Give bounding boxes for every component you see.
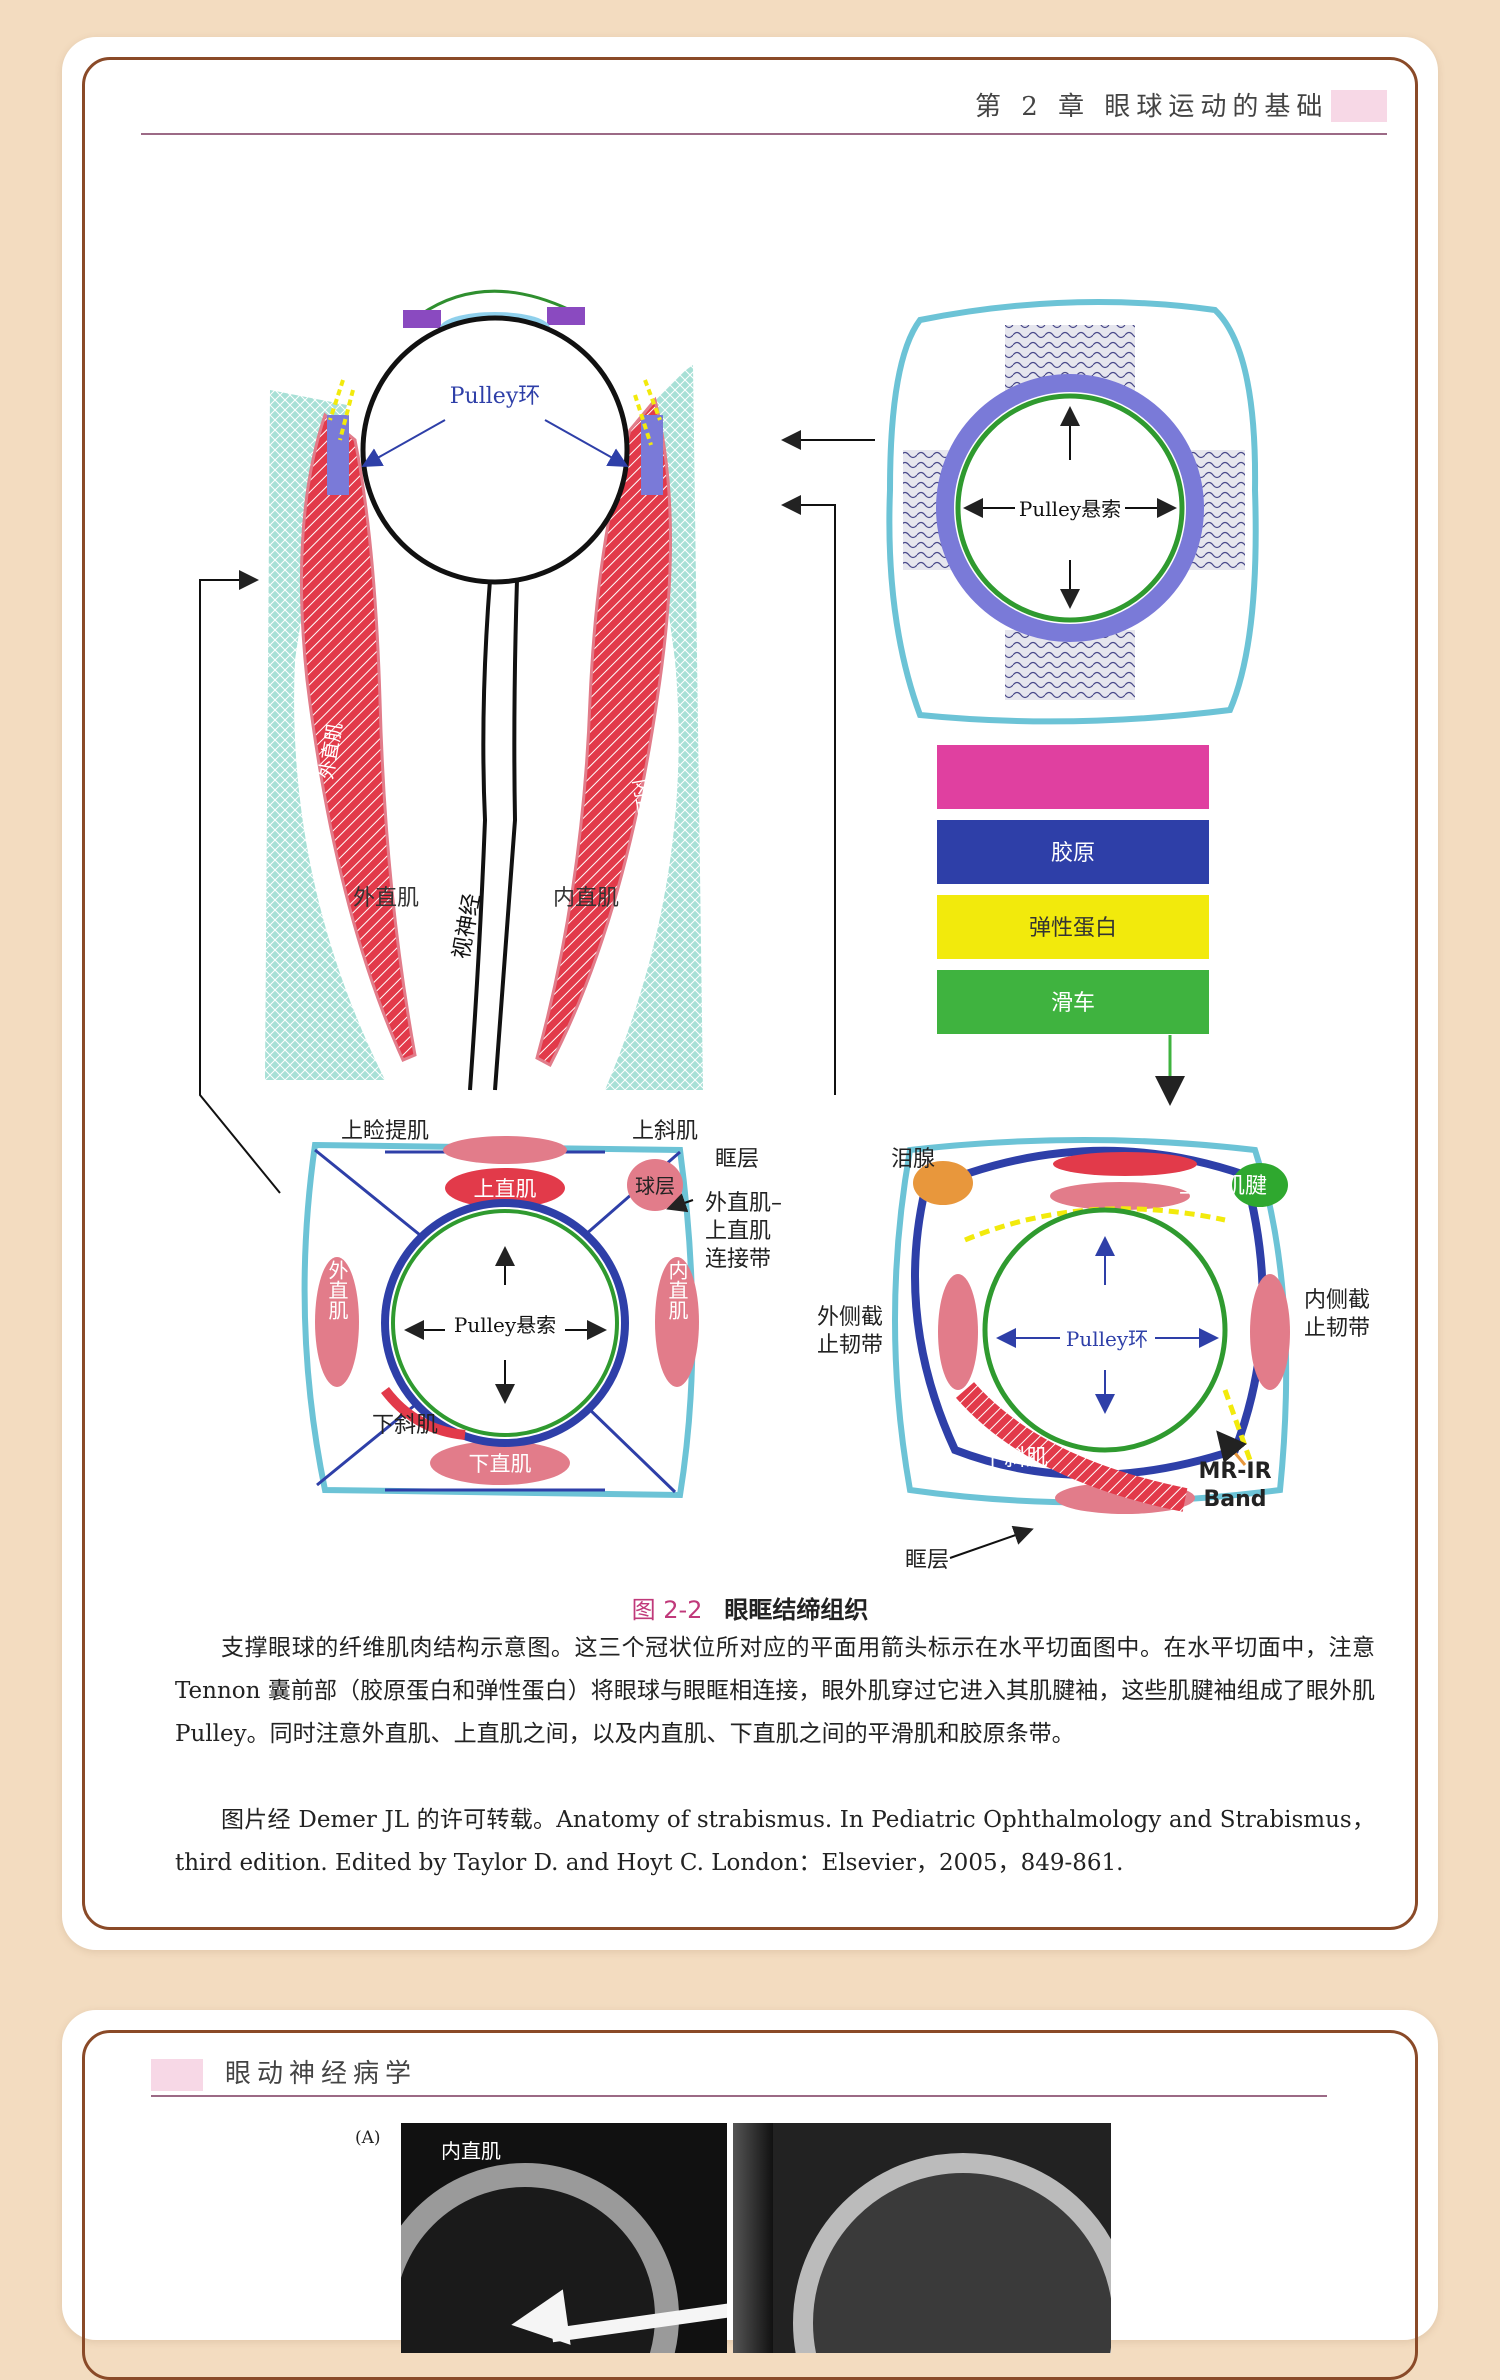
globe-top — [360, 315, 630, 585]
label-medial-rectus-right: 内直肌 — [665, 1260, 689, 1320]
superior-rectus-bl — [445, 1168, 565, 1208]
header-accent-bar-2 — [151, 2059, 203, 2091]
label-lr-sr-band-2: 上直肌 — [705, 1219, 771, 1244]
header-rule — [141, 133, 1387, 135]
lacrimal-gland-br — [913, 1161, 973, 1205]
mri-stripe — [733, 2123, 773, 2353]
label-medial-check-1: 内侧截 — [1304, 1288, 1370, 1313]
mri-photo-label: 内直肌 — [441, 2139, 501, 2163]
superior-rectus-br — [1053, 1152, 1197, 1176]
tendon-block-right — [547, 307, 585, 325]
label-lr-sr-band-1: 外直肌– — [705, 1191, 782, 1216]
medial-rectus-bl — [655, 1257, 699, 1387]
lateral-rectus-br — [938, 1274, 978, 1390]
pointer-globe-layer — [666, 1193, 694, 1213]
medial-rectus-muscle — [535, 396, 672, 1068]
orbital-wall-left — [265, 390, 385, 1080]
caption-paragraph-1: 支撑眼球的纤维肌肉结构示意图。这三个冠状位所对应的平面用箭头标示在水平切面图中。… — [175, 1635, 1375, 1747]
connector-arrow-mid — [781, 495, 836, 1095]
label-pulley-sling-top-right: Pulley悬索 — [1019, 497, 1121, 521]
label-pulley-sling-bottom-left: Pulley悬索 — [454, 1313, 556, 1337]
legend-label-elastin: 弹性蛋白 — [1029, 916, 1117, 941]
medial-rectus-br — [1250, 1274, 1290, 1390]
legend-swatch-trochlea — [937, 970, 1209, 1034]
header-accent-bar — [1331, 90, 1387, 122]
legend-swatch-magenta — [937, 745, 1209, 809]
orbital-wall-right — [605, 365, 703, 1090]
label-lateral-check-2: 止韧带 — [817, 1333, 883, 1358]
connector-arrow-left — [199, 570, 281, 1194]
legend-swatch-collagen — [937, 820, 1209, 884]
color-legend — [937, 745, 1209, 1034]
figure-number: 图 2-2 — [631, 1596, 703, 1624]
coronal-section-anterior — [886, 299, 1259, 725]
pointer-mrir-band — [1216, 1430, 1247, 1466]
label-pulley-ring-bottom: Pulley环 — [1066, 1327, 1148, 1351]
label-so-tendon: 上斜肌腱 — [1179, 1174, 1267, 1199]
caption-paragraph-2: 图片经 Demer JL 的许可转载。Anatomy of strabismus… — [175, 1807, 1375, 1876]
inferior-oblique-br-shape — [955, 1382, 1188, 1512]
elastin-right — [633, 379, 662, 446]
horizontal-section — [265, 289, 703, 1091]
pulley-arrow-right — [544, 419, 629, 467]
inferior-oblique-bl — [381, 1386, 466, 1440]
label-pulley-ring-top: Pulley环 — [450, 384, 541, 409]
lateral-rectus-muscle — [299, 412, 417, 1062]
mri-photo-left: 内直肌 — [401, 2123, 727, 2353]
legend-label-collagen: 胶原 — [1051, 841, 1095, 866]
pulley-left — [327, 415, 349, 495]
label-mr-ir-band-1: MR-IR — [1198, 1459, 1271, 1484]
mri-globe-right — [793, 2153, 1111, 2353]
globe-tr — [955, 393, 1185, 623]
label-inferior-oblique: 下斜肌 — [372, 1413, 438, 1438]
running-head-2: 眼动神经病学 — [225, 2059, 418, 2089]
panel-label: (A) — [355, 2128, 381, 2148]
label-inferior-oblique-br: 下斜肌 — [982, 1446, 1048, 1471]
page-frame-1: 第 2 章 眼球运动的基础 — [82, 57, 1418, 1930]
page-card-1: 第 2 章 眼球运动的基础 — [62, 37, 1438, 1950]
lateral-rectus-bl — [315, 1257, 359, 1387]
inferior-rectus-bl — [430, 1441, 570, 1485]
label-lateral-rectus-left: 外直肌 — [325, 1260, 349, 1320]
elastin-left — [328, 379, 355, 441]
running-head: 第 2 章 眼球运动的基础 — [975, 92, 1329, 122]
figure-title: 眼眶结缔组织 — [724, 1596, 869, 1624]
label-orbital-layer-2: 眶层 — [905, 1548, 949, 1573]
page-card-2: 眼动神经病学 (A) 内直肌 — [62, 2010, 1438, 2380]
superior-rectus-bl-outline — [443, 1136, 567, 1164]
legend-swatch-elastin — [937, 895, 1209, 959]
so-tendon-br — [1232, 1163, 1288, 1207]
pulley-arrow-left — [361, 419, 446, 467]
label-lacrimal-gland: 泪腺 — [891, 1147, 935, 1172]
globe-bl — [391, 1209, 619, 1437]
label-superior-oblique: 上斜肌 — [632, 1119, 698, 1144]
label-medial-rectus: 内直肌 — [553, 886, 619, 911]
white-arrow-head — [507, 2289, 571, 2353]
label-globe-layer: 球层 — [635, 1174, 675, 1198]
tendon-block-left — [403, 310, 441, 328]
legend-label-trochlea: 滑车 — [1051, 991, 1095, 1016]
label-lr-sr-band-3: 连接带 — [705, 1247, 771, 1272]
levator-br — [1050, 1182, 1190, 1210]
orbital-connective-tissue-figure: Pulley环 外直肌 内直肌 外直肌 内直肌 视神经 — [199, 289, 1370, 1573]
page-frame-2: 眼动神经病学 (A) 内直肌 — [82, 2030, 1418, 2380]
label-orbital-layer-1: 眶层 — [715, 1147, 759, 1172]
mri-photo-right — [733, 2123, 1111, 2353]
label-mr-ir-band-2: Band — [1203, 1487, 1266, 1512]
label-lateral-check-1: 外侧截 — [817, 1305, 883, 1330]
coronal-section-posterior — [301, 1136, 699, 1499]
label-levator: 上睑提肌 — [341, 1119, 429, 1144]
optic-nerve-shape — [468, 579, 519, 1091]
globe-br — [982, 1207, 1228, 1453]
pointer-orbital-layer-2 — [949, 1525, 1034, 1559]
header-rule-2 — [151, 2095, 1327, 2097]
tenon-arc-top — [419, 289, 571, 317]
label-inferior-rectus: 下直肌 — [469, 1452, 532, 1476]
label-medial-check-2: 止韧带 — [1304, 1316, 1370, 1341]
label-lateral-rectus: 外直肌 — [353, 886, 419, 911]
figure-caption-title: 图 2-2 眼眶结缔组织 — [85, 1590, 1415, 1625]
coronal-section-trochlear — [892, 1137, 1290, 1559]
label-superior-rectus: 上直肌 — [474, 1177, 537, 1201]
